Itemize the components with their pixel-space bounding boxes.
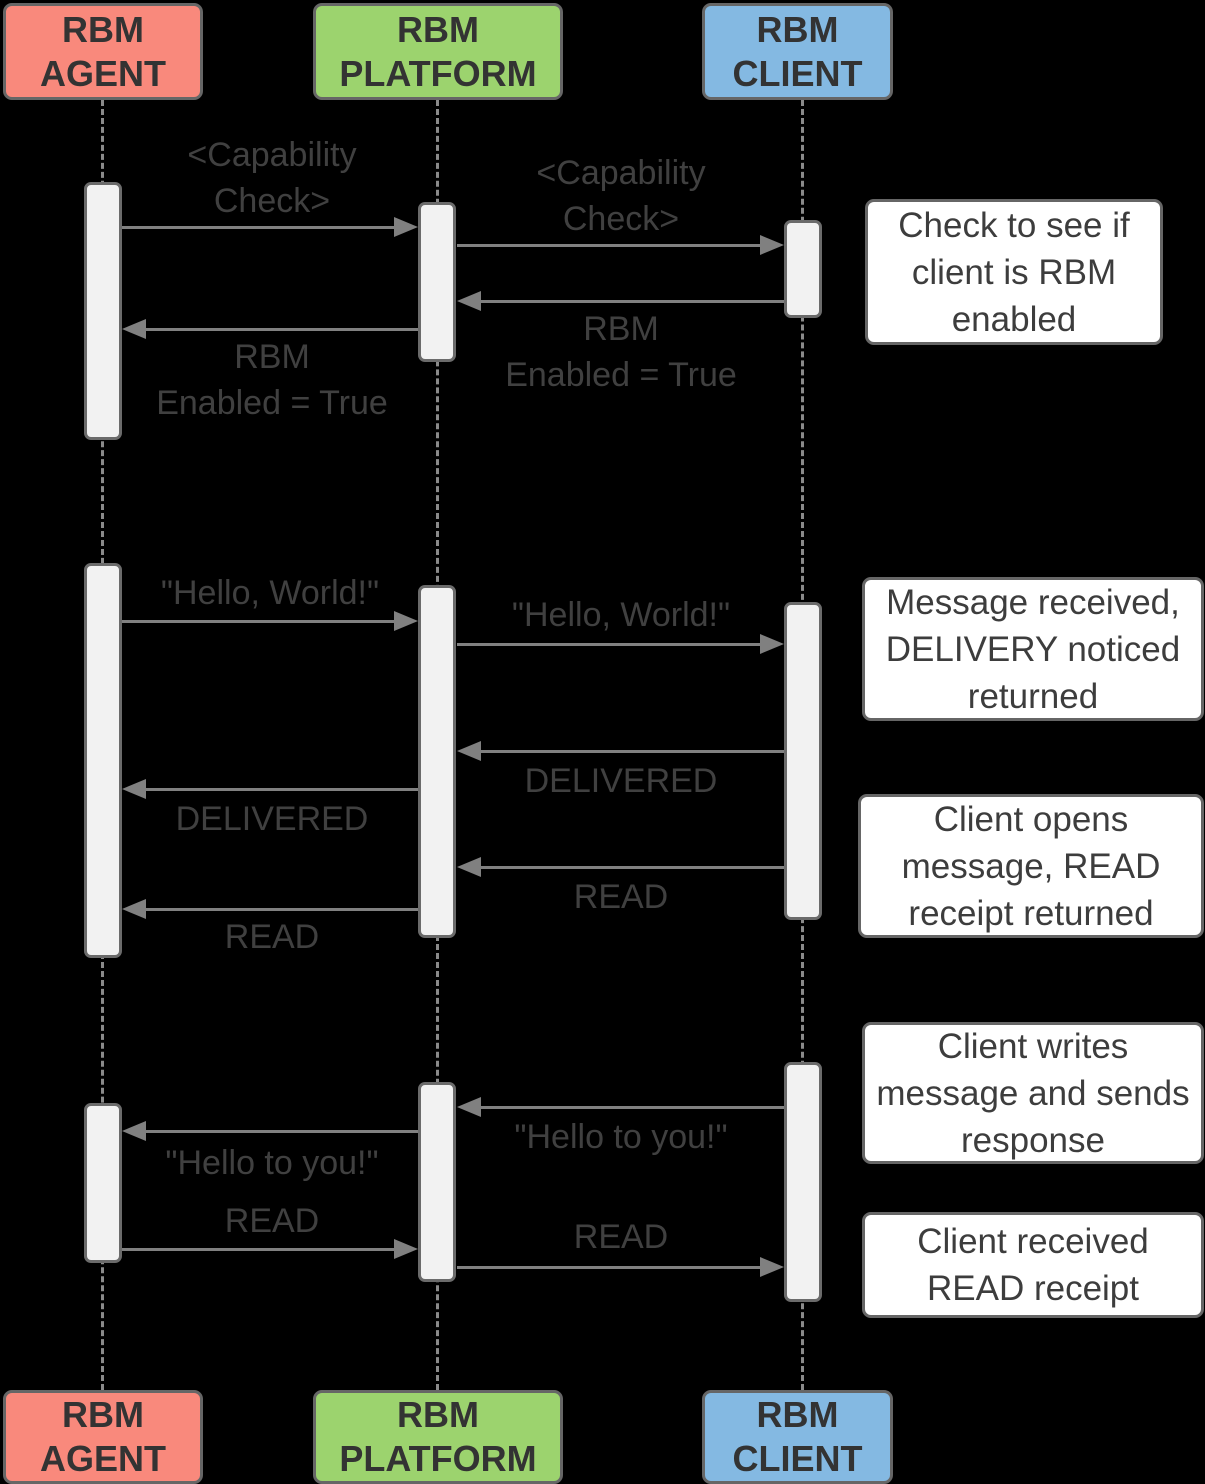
message-label-12: "Hello to you!" — [165, 1144, 379, 1182]
note-client-opens-message: Client opens message, READ receipt retur… — [858, 794, 1204, 938]
message-arrow-9 — [477, 866, 784, 869]
message-arrow-6 — [457, 643, 764, 646]
message-label-5: "Hello, World!" — [160, 574, 380, 612]
message-label-2: <Capability Check> — [536, 154, 706, 238]
message-arrow-8 — [142, 788, 418, 791]
activation-bar-agent-3 — [84, 1103, 122, 1263]
actor-box-rbm-agent-bottom: RBM AGENT — [3, 1390, 203, 1484]
actor-box-rbm-platform-bottom: RBM PLATFORM — [313, 1390, 563, 1484]
activation-bar-client-1 — [784, 220, 822, 318]
note-client-writes-message: Client writes message and sends response — [862, 1022, 1204, 1164]
message-label-11: "Hello to you!" — [514, 1118, 728, 1156]
note-message-received: Message received, DELIVERY noticed retur… — [862, 577, 1204, 721]
message-label-1: <Capability Check> — [187, 136, 357, 220]
message-arrowhead-4 — [122, 319, 146, 339]
message-arrow-14 — [457, 1266, 764, 1269]
activation-bar-client-2 — [784, 602, 822, 920]
note-client-received-read: Client received READ receipt — [862, 1212, 1204, 1318]
message-label-3: RBM Enabled = True — [505, 310, 737, 394]
activation-bar-client-3 — [784, 1062, 822, 1302]
actor-box-rbm-client-top: RBM CLIENT — [702, 3, 893, 100]
message-arrowhead-6 — [760, 634, 784, 654]
message-label-4: RBM Enabled = True — [156, 338, 388, 422]
note-capability-check: Check to see if client is RBM enabled — [865, 199, 1163, 345]
message-arrowhead-7 — [457, 741, 481, 761]
actor-box-rbm-client-bottom: RBM CLIENT — [702, 1390, 893, 1484]
message-arrowhead-3 — [457, 291, 481, 311]
message-arrow-3 — [477, 300, 784, 303]
message-arrow-2 — [457, 244, 764, 247]
message-label-14: READ — [573, 1218, 669, 1256]
message-arrowhead-9 — [457, 857, 481, 877]
message-arrowhead-2 — [760, 235, 784, 255]
actor-box-rbm-platform-top: RBM PLATFORM — [313, 3, 563, 100]
activation-bar-platform-2 — [418, 585, 456, 938]
message-arrow-7 — [477, 750, 784, 753]
message-label-10: READ — [224, 918, 320, 956]
actor-box-rbm-agent-top: RBM AGENT — [3, 3, 203, 100]
activation-bar-agent-1 — [84, 182, 122, 440]
message-arrowhead-1 — [394, 217, 418, 237]
message-arrow-1 — [122, 226, 398, 229]
message-arrowhead-8 — [122, 779, 146, 799]
message-arrowhead-11 — [457, 1097, 481, 1117]
message-arrowhead-5 — [394, 611, 418, 631]
message-arrow-10 — [142, 908, 418, 911]
message-label-9: READ — [573, 878, 669, 916]
message-arrow-12 — [142, 1130, 418, 1133]
message-label-6: "Hello, World!" — [511, 596, 731, 634]
message-label-8: DELIVERED — [175, 800, 369, 838]
message-arrow-11 — [477, 1106, 784, 1109]
message-label-13: READ — [224, 1202, 320, 1240]
message-arrowhead-14 — [760, 1257, 784, 1277]
message-label-7: DELIVERED — [524, 762, 718, 800]
activation-bar-agent-2 — [84, 563, 122, 958]
message-arrow-13 — [122, 1248, 398, 1251]
message-arrowhead-10 — [122, 899, 146, 919]
activation-bar-platform-1 — [418, 202, 456, 362]
message-arrow-4 — [142, 328, 418, 331]
message-arrow-5 — [122, 620, 398, 623]
message-arrowhead-12 — [122, 1121, 146, 1141]
message-arrowhead-13 — [394, 1239, 418, 1259]
activation-bar-platform-3 — [418, 1082, 456, 1282]
